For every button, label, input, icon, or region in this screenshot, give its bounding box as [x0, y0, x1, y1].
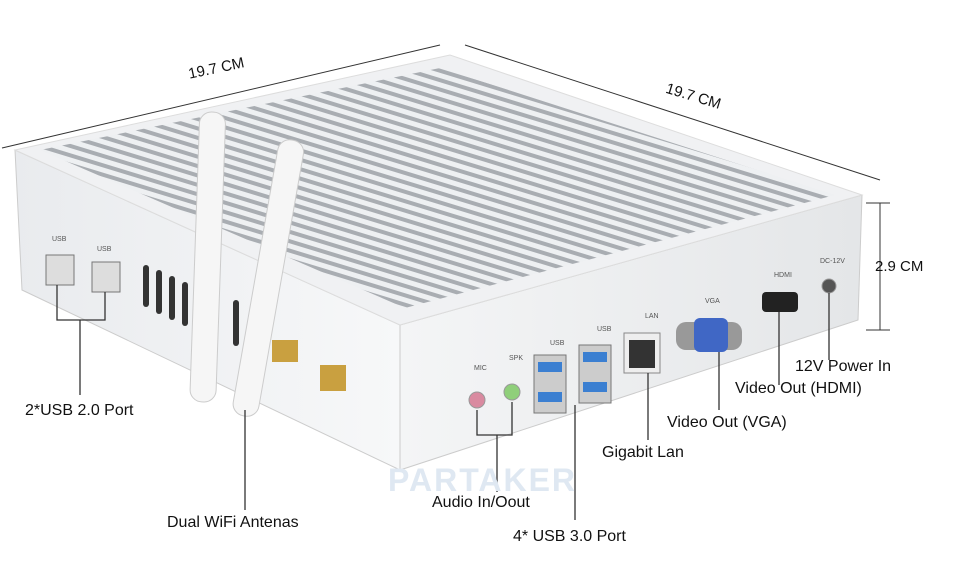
- callout-power: 12V Power In: [795, 358, 892, 375]
- wifi-antennas: [189, 111, 346, 417]
- port-label-spk: SPK: [509, 355, 524, 362]
- callout-hdmi: Video Out (HDMI): [735, 380, 862, 397]
- watermark: PARTAKER: [388, 462, 578, 498]
- callout-audio: Audio In/Oout: [432, 494, 530, 511]
- port-label-mic: MIC: [474, 365, 487, 372]
- port-label-usb-left-1: USB: [52, 236, 67, 243]
- port-label-lan: LAN: [645, 313, 659, 320]
- dimension-height: 2.9 CM: [875, 258, 924, 275]
- port-label-hdmi: HDMI: [774, 272, 792, 279]
- port-label-dc: DC-12V: [820, 258, 845, 265]
- callout-wifi: Dual WiFi Antenas: [167, 514, 299, 531]
- callout-usb2: 2*USB 2.0 Port: [25, 402, 134, 419]
- rear-ports: [468, 278, 837, 414]
- dimension-lines: [1, 44, 890, 331]
- callout-lan: Gigabit Lan: [602, 444, 684, 461]
- port-label-vga: VGA: [705, 298, 720, 305]
- port-label-usb-left-2: USB: [97, 246, 112, 253]
- callout-lines: [56, 285, 830, 520]
- side-vents: [143, 265, 239, 346]
- port-label-usb-1: USB: [550, 340, 565, 347]
- usb2-ports: [45, 254, 121, 293]
- callout-usb3: 4* USB 3.0 Port: [513, 528, 626, 545]
- port-label-usb-2: USB: [597, 326, 612, 333]
- callout-vga: Video Out (VGA): [667, 414, 787, 431]
- heatsink-fins: [40, 68, 835, 308]
